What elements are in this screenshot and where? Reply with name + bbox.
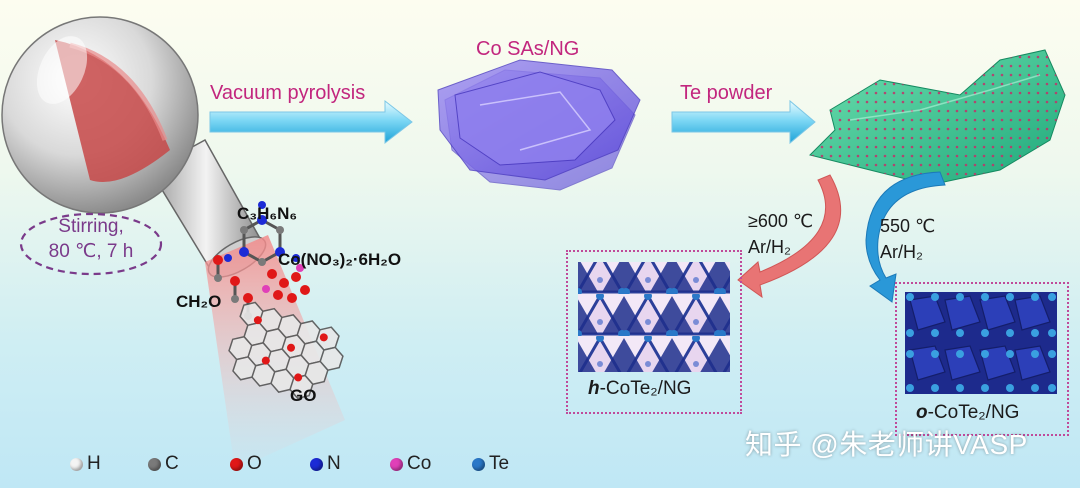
- hex-product-formula: -CoTe₂/NG: [599, 378, 692, 399]
- ortho-product-caption: o-CoTe₂/NG: [916, 402, 1019, 424]
- tellurium-dot-icon: [472, 457, 485, 471]
- legend-label: N: [327, 453, 341, 474]
- stirring-condition-line2: 80 ℃, 7 h: [48, 241, 134, 262]
- formaldehyde-label: CH₂O: [176, 292, 222, 311]
- legend-label: C: [165, 453, 179, 474]
- legend-oxygen: O: [230, 453, 262, 475]
- stirring-condition-ellipse: [19, 212, 163, 276]
- carbon-dot-icon: [148, 457, 161, 471]
- ortho-phase-curved-arrow-icon: [865, 171, 946, 303]
- hex-phase-curved-arrow-icon: [737, 174, 842, 299]
- legend-label: Te: [489, 453, 510, 474]
- legend-nitrogen: N: [310, 453, 341, 475]
- ortho-phase-prefix: o: [916, 402, 928, 423]
- watermark: 知乎 @朱老师讲VASP: [745, 429, 1028, 460]
- melamine-molecule-icon: [224, 201, 300, 266]
- te-loaded-sheet-icon: [809, 49, 1066, 186]
- stirring-condition-line1: Stirring,: [58, 216, 124, 237]
- legend-tellurium: Te: [472, 453, 509, 475]
- ortho-product-box: [895, 282, 1069, 436]
- co-sas-ng-sheet-icon: [437, 59, 641, 191]
- oxygen-dot-icon: [230, 457, 243, 471]
- formaldehyde-molecule-icon: [213, 255, 253, 320]
- legend-cobalt: Co: [390, 453, 431, 475]
- hex-phase-prefix: h: [588, 378, 600, 399]
- hex-temperature: ≥600 ℃: [748, 211, 814, 231]
- hex-cote2-structure-icon: [578, 262, 730, 372]
- legend-label: H: [87, 453, 101, 474]
- hex-gas: Ar/H₂: [748, 237, 791, 257]
- te-powder-label: Te powder: [680, 82, 773, 104]
- te-powder-arrow-icon: [671, 99, 816, 145]
- melamine-label: C₃H₆N₆: [237, 204, 298, 223]
- graphene-oxide-sheet-icon: [228, 301, 344, 400]
- co-sas-ng-label: Co SAs/NG: [476, 38, 580, 60]
- cobalt-dot-icon: [390, 457, 403, 471]
- pyrolysis-label: Vacuum pyrolysis: [210, 82, 366, 104]
- hex-product-box: [566, 250, 742, 414]
- stirring-conditions: Stirring, 80 ℃, 7 h: [30, 214, 152, 264]
- ortho-temperature: 550 ℃: [880, 216, 936, 236]
- graphene-oxide-label: GO: [290, 386, 317, 405]
- hex-conditions: ≥600 ℃ Ar/H₂: [748, 208, 813, 260]
- ortho-gas: Ar/H₂: [880, 242, 923, 262]
- cobalt-nitrate-label: Co(NO₃)₂·6H₂O: [278, 250, 402, 269]
- ortho-cote2-structure-icon: [905, 292, 1057, 394]
- pyrolysis-arrow-icon: [209, 99, 413, 145]
- hex-product-caption: h-CoTe₂/NG: [588, 378, 691, 400]
- legend-label: O: [247, 453, 262, 474]
- legend-carbon: C: [148, 453, 179, 475]
- ortho-product-formula: -CoTe₂/NG: [927, 402, 1020, 423]
- hydrogen-dot-icon: [70, 457, 83, 471]
- legend-label: Co: [407, 453, 432, 474]
- legend-hydrogen: H: [70, 453, 101, 475]
- ortho-conditions: 550 ℃ Ar/H₂: [880, 213, 935, 265]
- round-bottom-flask-icon: [1, 16, 267, 278]
- cobalt-particles-icon: [262, 264, 310, 303]
- nitrogen-dot-icon: [310, 457, 323, 471]
